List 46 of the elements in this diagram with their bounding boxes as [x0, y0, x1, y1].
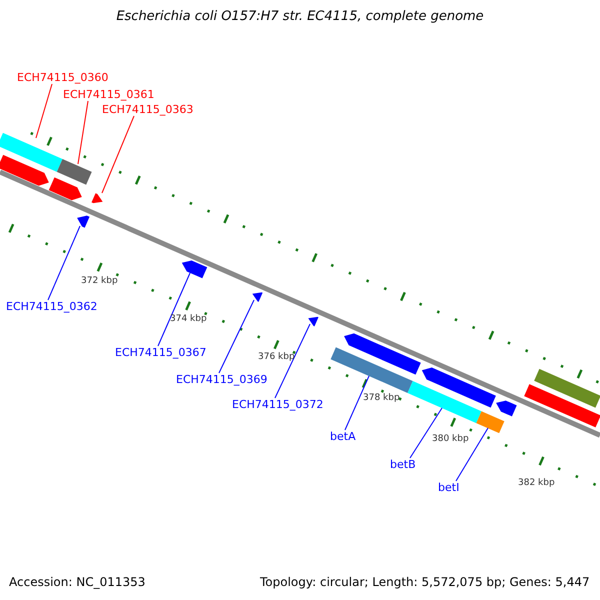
- gene-feature: [252, 292, 263, 302]
- gene-label: ECH74115_0360: [17, 71, 108, 84]
- scale-label: 380 kbp: [432, 434, 469, 444]
- gene-label: ECH74115_0369: [176, 373, 268, 386]
- scale-label: 372 kbp: [81, 276, 118, 286]
- gene-label: ECH74115_0372: [232, 398, 324, 411]
- gene-feature: [534, 368, 600, 408]
- title: Escherichia coli O157:H7 str. EC4115, complete genome: [115, 9, 485, 24]
- scale-label: 382 kbp: [518, 478, 555, 488]
- leader-line: [78, 100, 88, 164]
- scale-label: 378 kbp: [363, 393, 400, 403]
- gene-feature: [422, 368, 496, 408]
- leader-line: [218, 300, 254, 374]
- gene-feature: [408, 381, 482, 424]
- gene-feature: [524, 384, 600, 428]
- gene-label: betB: [390, 458, 416, 471]
- gene-feature: [0, 132, 62, 172]
- gene-feature: [330, 347, 413, 393]
- leader-line: [456, 428, 488, 482]
- gene-label: betA: [330, 430, 356, 443]
- leader-line: [102, 116, 134, 194]
- gene-feature: [48, 177, 82, 200]
- gene-label: ECH74115_0362: [6, 300, 98, 313]
- gene-label: ECH74115_0363: [102, 103, 194, 116]
- gene-feature: [308, 316, 318, 326]
- gene-feature: [77, 216, 90, 228]
- gene-feature: [344, 333, 421, 375]
- gene-feature: [476, 411, 504, 434]
- gene-feature: [182, 260, 208, 278]
- leader-line: [410, 408, 442, 458]
- gene-label: ECH74115_0361: [63, 88, 154, 101]
- gene-feature: [496, 400, 517, 416]
- footer-text: Topology: circular; Length: 5,572,075 bp; Genes: 5,447: [260, 575, 590, 589]
- leader-line: [344, 376, 370, 430]
- gene-feature: [56, 159, 92, 185]
- gene-feature: [0, 154, 49, 186]
- leader-line: [48, 226, 80, 300]
- gene-feature: [92, 193, 103, 204]
- leader-line: [274, 324, 310, 398]
- leader-line: [158, 272, 190, 346]
- scale-label: 374 kbp: [170, 314, 207, 324]
- footer-text: Accession: NC_011353: [9, 575, 146, 589]
- gene-label: betI: [438, 481, 460, 494]
- gene-label: ECH74115_0367: [115, 346, 206, 359]
- leader-line: [36, 84, 52, 138]
- scale-label: 376 kbp: [258, 352, 295, 362]
